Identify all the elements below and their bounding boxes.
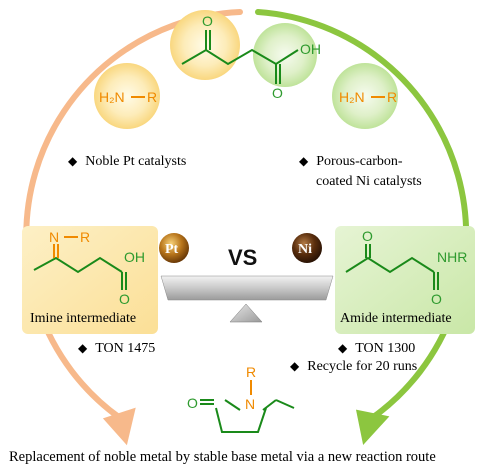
amide-ketone-o: O xyxy=(362,228,373,244)
product-r: R xyxy=(246,364,256,380)
balance-bar xyxy=(160,275,334,301)
imine-o: O xyxy=(119,291,130,307)
imine-intermediate-label: Imine intermediate xyxy=(30,311,136,326)
levulinic-green-circle xyxy=(253,23,317,87)
levulinic-acid-structure xyxy=(181,30,299,84)
amide-o: O xyxy=(431,291,442,307)
amine-right-circle xyxy=(332,63,398,129)
levulinic-acid-oh: OH xyxy=(300,41,321,57)
pt-label: Pt xyxy=(165,242,179,257)
imine-r: R xyxy=(80,229,90,245)
ton-right-label: TON 1300 xyxy=(338,341,415,357)
ton-left-label: TON 1475 xyxy=(78,341,155,357)
levulinic-ketone-o: O xyxy=(202,13,213,29)
amine-left-circle xyxy=(94,63,160,129)
imine-oh: OH xyxy=(124,249,145,265)
imine-box xyxy=(22,226,158,334)
imine-n: N xyxy=(49,229,59,245)
noble-pt-label: Noble Pt catalysts xyxy=(68,154,186,170)
pyrrolidinone-structure xyxy=(200,380,295,433)
amide-nhr: NHR xyxy=(437,249,467,265)
ni-sphere xyxy=(292,233,322,263)
orange-cycle-arc xyxy=(23,9,243,421)
orange-arrow-head xyxy=(102,407,136,446)
balance-fulcrum xyxy=(229,303,263,323)
porous-carbon-label-line1: Porous-carbon- xyxy=(299,154,402,170)
pt-sphere xyxy=(159,233,189,263)
recycle-label: Recycle for 20 runs xyxy=(290,359,417,375)
amine-right-r: R xyxy=(387,89,397,105)
ni-label: Ni xyxy=(298,242,312,257)
green-cycle-arc xyxy=(255,9,470,421)
imine-structure xyxy=(33,236,127,290)
amine-right-h2n: H₂N xyxy=(339,89,365,105)
amine-left-h2n: H₂N xyxy=(99,89,125,105)
amide-intermediate-label: Amide intermediate xyxy=(340,311,452,326)
green-arrow-head xyxy=(355,409,390,445)
caption: Replacement of noble metal by stable bas… xyxy=(9,449,436,465)
levulinic-acid-o: O xyxy=(272,85,283,101)
amine-left-r: R xyxy=(147,89,157,105)
product-o: O xyxy=(187,395,198,411)
vs-label: VS xyxy=(228,245,257,270)
amide-structure xyxy=(345,244,439,290)
product-n: N xyxy=(245,396,255,412)
porous-carbon-label-line2: coated Ni catalysts xyxy=(316,174,422,189)
